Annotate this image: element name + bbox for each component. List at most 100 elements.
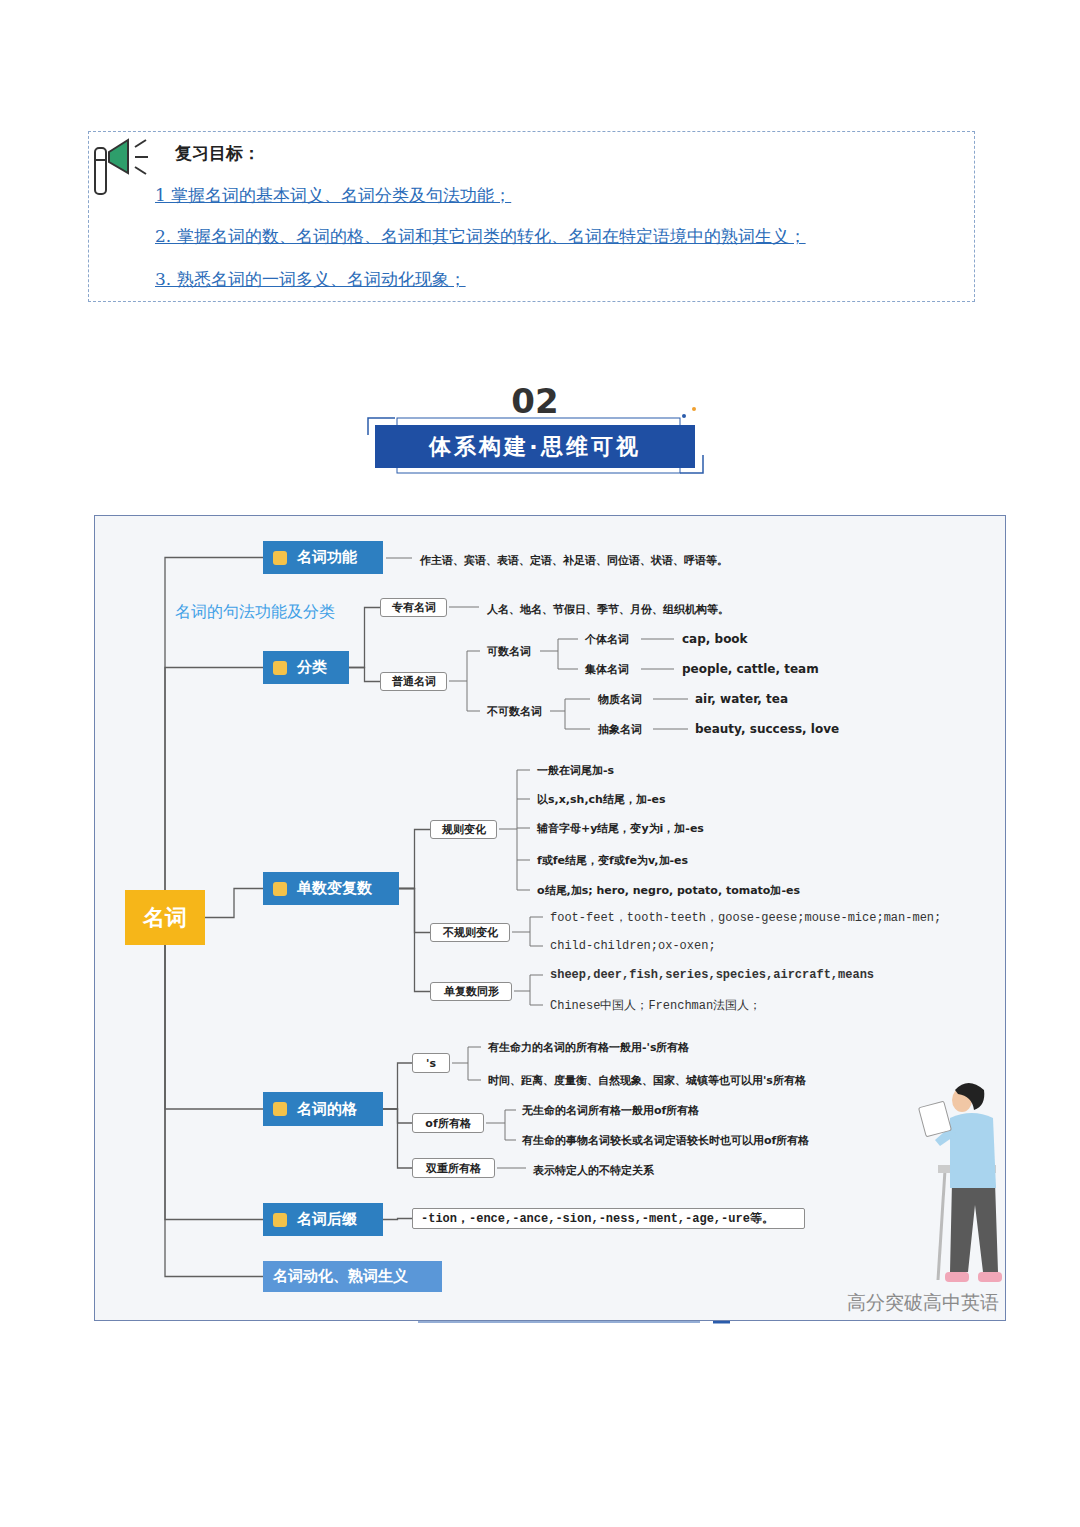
reader-illustration [945, 1272, 969, 1282]
category-box: 名词功能 [263, 541, 383, 574]
tree-connector [205, 889, 263, 918]
node-label: -tion，-ence,-ance,-sion,-ness,-ment,-age… [421, 1210, 774, 1227]
category-box: 名词后缀 [263, 1203, 383, 1236]
leader-lines [497, 1168, 526, 1169]
goal-item: 3. 熟悉名词的一词多义、名词动化现象； [155, 268, 466, 291]
leaf-text: 物质名词 [598, 692, 642, 707]
branch-box: of所有格 [412, 1113, 484, 1133]
category-box: 名词动化、熟词生义 [263, 1261, 442, 1292]
leader-lines [514, 975, 543, 1005]
leaf-text: people, cattle, team [682, 662, 819, 676]
leader-lines [452, 1047, 481, 1080]
leaf-text: 一般在词尾加-s [537, 763, 614, 778]
category-box: 单数变复数 [263, 872, 399, 905]
branch-box: 's [412, 1053, 450, 1073]
section-label: 名词的句法功能及分类 [175, 602, 335, 623]
leaf-text: beauty, success, love [695, 722, 839, 736]
suffix-box: -tion，-ence,-ance,-sion,-ness,-ment,-age… [412, 1208, 805, 1229]
reader-illustration [978, 1272, 1002, 1282]
node-label: 双重所有格 [426, 1161, 481, 1176]
category-box: 名词的格 [263, 1092, 383, 1126]
leaf-text: o结尾,加s; hero, negro, potato, tomato加-es [537, 883, 800, 898]
node-label: 规则变化 [442, 822, 486, 837]
reader-illustration [919, 1101, 952, 1137]
tree-connector [399, 830, 430, 889]
leaf-text: 表示特定人的不特定关系 [533, 1163, 654, 1178]
node-label: 名词动化、熟词生义 [273, 1267, 408, 1286]
banner-frame [692, 407, 696, 411]
megaphone-icon [135, 167, 146, 174]
tree-connector [165, 945, 263, 1277]
section-number: 02 [375, 381, 695, 421]
leaf-text: 个体名词 [585, 632, 629, 647]
megaphone-icon [135, 140, 146, 147]
leader-lines [486, 1110, 516, 1140]
goal-box: 复习目标： 1 掌握名词的基本词义、名词分类及句法功能； 2. 掌握名词的数、名词的… [88, 131, 975, 302]
leaf-text: 作主语、宾语、表语、定语、补足语、同位语、状语、呼语等。 [420, 553, 728, 568]
megaphone-icon [95, 140, 148, 194]
leaf-text: 有生命力的名词的所有格一般用-'s所有格 [488, 1040, 689, 1055]
tree-connector [165, 945, 263, 1109]
reader-illustration [919, 1083, 1002, 1282]
leader-lines [386, 558, 412, 559]
watermark: 高分突破高中英语 [847, 1290, 999, 1316]
leader-lines [499, 770, 530, 890]
node-label: 单数变复数 [297, 879, 372, 898]
leaf-text: 抽象名词 [598, 722, 642, 737]
branch-box: 不规则变化 [430, 923, 510, 942]
reader-illustration [950, 1182, 998, 1272]
node-label: 名词 [143, 903, 187, 933]
leaf-text: Chinese中国人；Frenchman法国人； [550, 997, 761, 1014]
leaf-text: 以s,x,sh,ch结尾，加-es [537, 792, 665, 807]
category-box: 分类 [263, 651, 349, 684]
node-label: 不规则变化 [443, 925, 498, 940]
leader-lines [653, 699, 688, 729]
leaf-text: 不可数名词 [487, 704, 542, 719]
bottom-rule [418, 1322, 730, 1323]
goal-heading: 复习目标： [175, 142, 260, 165]
tree-connector [165, 668, 263, 891]
node-label: 名词后缀 [297, 1210, 357, 1229]
branch-box: 双重所有格 [412, 1158, 495, 1178]
node-label: 专有名词 [392, 600, 436, 615]
node-label: 普通名词 [392, 674, 436, 689]
leader-lines [550, 699, 590, 729]
tree-connector [349, 608, 380, 668]
leaf-text: 时间、距离、度量衡、自然现象、国家、城镇等也可以用's所有格 [488, 1073, 806, 1088]
leaf-text: 人名、地名、节假日、季节、月份、组织机构等。 [487, 602, 729, 617]
node-label: of所有格 [425, 1116, 470, 1131]
tree-connector [383, 1219, 412, 1220]
leaf-text: 可数名词 [487, 644, 531, 659]
tree-connector [165, 945, 263, 1220]
node-label: 名词功能 [297, 548, 357, 567]
leaf-text: air, water, tea [695, 692, 788, 706]
leaf-text: 有生命的事物名词较长或名词定语较长时也可以用of所有格 [522, 1133, 809, 1148]
leader-lines [540, 639, 578, 669]
banner-frame [682, 414, 686, 418]
megaphone-icon [95, 148, 106, 194]
megaphone-icon [95, 159, 106, 161]
leaf-text: cap, book [682, 632, 748, 646]
reader-illustration [950, 1113, 996, 1188]
goal-item: 2. 掌握名词的数、名词的格、名词和其它词类的转化、名词在特定语境中的熟词生义； [155, 225, 806, 248]
bottom-rule [418, 1322, 700, 1323]
root-box: 名词 [125, 890, 205, 945]
leaf-text: sheep,deer,fish,series,species,aircraft,… [550, 968, 874, 982]
tree-connector [399, 889, 430, 992]
branch-box: 单复数同形 [430, 982, 512, 1001]
node-label: 's [426, 1057, 436, 1070]
title-banner: 02体系构建·思维可视 [375, 425, 695, 468]
tree-connector [349, 668, 380, 682]
node-label: 分类 [297, 658, 327, 677]
leaf-text: foot-feet，tooth-teeth，goose-geese;mouse-… [550, 909, 941, 926]
node-label: 名词的格 [297, 1100, 357, 1119]
frame-ground [95, 516, 1005, 1320]
leaf-text: 辅音字母+y结尾，变y为i，加-es [537, 821, 704, 836]
goal-item: 1 掌握名词的基本词义、名词分类及句法功能； [155, 184, 511, 207]
leaf-text: f或fe结尾，变f或fe为v,加-es [537, 853, 688, 868]
leader-lines [449, 607, 479, 608]
branch-box: 专有名词 [380, 598, 447, 617]
branch-box: 普通名词 [380, 672, 447, 691]
leaf-text: 集体名词 [585, 662, 629, 677]
tree-connector [383, 1063, 412, 1109]
